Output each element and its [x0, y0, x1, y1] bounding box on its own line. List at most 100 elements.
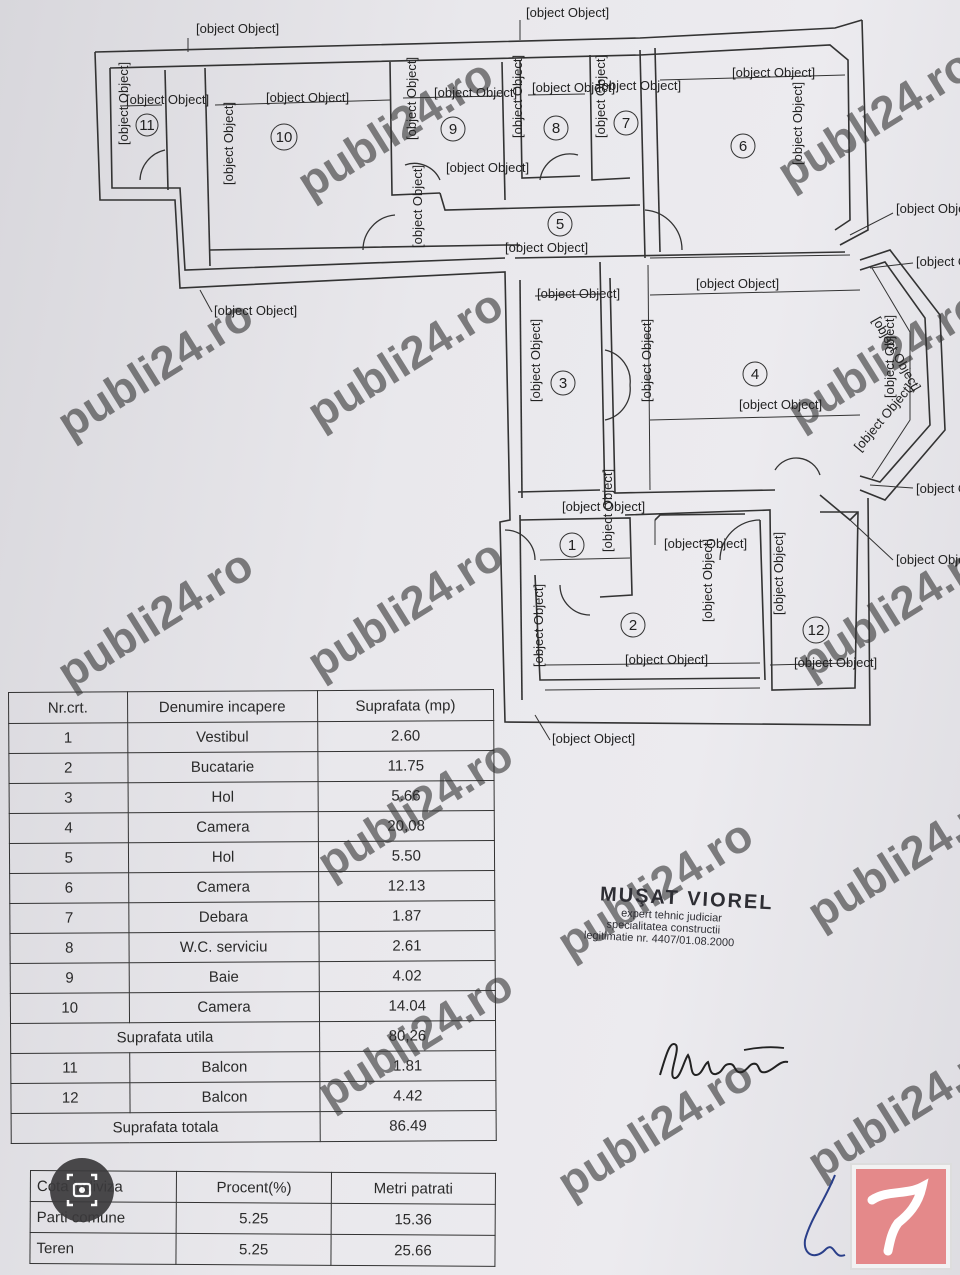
dimension-label: [object Object] — [593, 55, 608, 138]
dimension-label: [object Object] — [600, 469, 615, 552]
area-table: Nr.crt. Denumire incapere Suprafata (mp)… — [8, 689, 497, 1144]
dimension-label: [object Object] — [510, 55, 525, 138]
dimension-label: [object Object] — [732, 65, 815, 80]
column-header: Metri patrati — [331, 1172, 496, 1205]
room-markers: 1 2 3 4 5 6 7 8 9 10 11 12 — [135, 110, 830, 644]
corner-signature — [803, 1174, 846, 1257]
room-marker: 1 — [559, 532, 585, 558]
dimension-label: [object Object] — [916, 481, 960, 496]
dimension-label: [object Object] — [696, 276, 779, 291]
room-number: 5 — [556, 216, 564, 233]
quota-percent: 5.25 — [176, 1233, 331, 1266]
room-number: 12 — [808, 622, 825, 639]
room-area: 1.81 — [319, 1050, 496, 1082]
room-name: Hol — [127, 781, 318, 813]
room-number: 7 — [622, 115, 630, 132]
room-area: 5.66 — [317, 780, 495, 812]
dimension-label: [object Object] — [537, 286, 620, 301]
publi24-logo-icon — [850, 1163, 952, 1270]
room-marker: 6 — [730, 133, 756, 159]
room-area: 5.50 — [318, 840, 495, 872]
table-header-row: Nr.crt. Denumire incapere Suprafata (mp) — [8, 689, 494, 724]
room-number: 11 — [139, 117, 155, 134]
room-area: 2.61 — [318, 930, 496, 962]
row-number: 9 — [10, 962, 129, 994]
row-number: 12 — [10, 1082, 130, 1114]
dimension-label: [object Object] — [794, 655, 877, 670]
dimension-label: [object Object] — [266, 90, 349, 105]
room-marker: 12 — [802, 616, 830, 644]
room-marker: 9 — [440, 116, 466, 142]
dimension-label: [object Object] — [771, 532, 786, 615]
room-name: Camera — [128, 871, 319, 903]
column-header: Suprafata (mp) — [317, 689, 494, 722]
dimension-label: [object Object] — [505, 240, 588, 255]
useful-area-row: Suprafata utila 80,26 — [10, 1020, 496, 1054]
column-header: Nr.crt. — [8, 691, 128, 724]
leader-lines — [187, 20, 914, 741]
room-number: 3 — [559, 375, 567, 392]
watermark: publi24.ro — [48, 538, 262, 699]
room-number: 10 — [276, 129, 293, 146]
row-number: 5 — [9, 842, 129, 874]
row-number: 10 — [10, 992, 130, 1024]
dimension-label: [object Object] — [598, 78, 681, 93]
column-header: Procent(%) — [176, 1171, 332, 1204]
dimension-label: [object Object] — [896, 552, 960, 567]
scan-icon[interactable] — [50, 1158, 114, 1222]
room-number: 2 — [629, 617, 637, 634]
room-name: Bucatarie — [127, 751, 318, 783]
row-number: 8 — [9, 932, 129, 964]
row-number: 3 — [9, 782, 128, 814]
room-number: 9 — [449, 121, 457, 138]
column-header: Denumire incapere — [127, 690, 318, 723]
plan-walls — [94, 19, 946, 726]
room-marker: 10 — [270, 123, 298, 151]
dimension-label: [object Object] — [562, 499, 645, 514]
row-number: 7 — [9, 902, 129, 934]
room-number: 6 — [739, 138, 747, 155]
room-name: Camera — [128, 991, 320, 1023]
room-area: 14.04 — [319, 990, 496, 1022]
total-area-row: Suprafata totala 86.49 — [11, 1110, 497, 1144]
dimension-label: [object Object] — [625, 652, 708, 667]
dimension-label: [object Object] — [410, 165, 425, 248]
room-area: 11.75 — [317, 750, 495, 782]
room-marker: 4 — [742, 361, 768, 387]
room-area: 4.02 — [318, 960, 496, 992]
quota-percent: 5.25 — [176, 1202, 332, 1235]
room-area: 2.60 — [317, 720, 494, 752]
total-area-label: Suprafata totala — [11, 1111, 320, 1144]
table-row: Teren 5.25 25.66 — [29, 1232, 496, 1267]
dimension-label: [object Object] — [882, 315, 897, 398]
room-area: 1.87 — [318, 900, 495, 932]
dimension-label: [object Object] — [790, 82, 805, 165]
room-marker: 7 — [613, 110, 639, 136]
watermark: publi24.ro — [298, 528, 512, 689]
dimension-label: [object Object] — [531, 584, 546, 667]
dimension-label: [object Object] — [739, 397, 822, 412]
door-swings — [139, 149, 821, 616]
row-number: 2 — [8, 752, 128, 784]
row-number: 6 — [9, 872, 129, 904]
dimension-label: [object Object] — [221, 102, 236, 185]
dimension-label: [object Object] — [700, 539, 715, 622]
dimension-label: [object Object] — [896, 201, 960, 216]
dimension-label: [object Object] — [446, 160, 529, 175]
room-marker: 3 — [550, 370, 576, 396]
watermark: publi24.ro — [298, 278, 512, 439]
room-number: 4 — [751, 366, 759, 383]
dimension-label: [object Object] — [528, 319, 543, 402]
dimension-label: [object Object] — [916, 254, 960, 269]
watermark: publi24.ro — [798, 778, 960, 939]
room-marker: 5 — [547, 211, 573, 237]
